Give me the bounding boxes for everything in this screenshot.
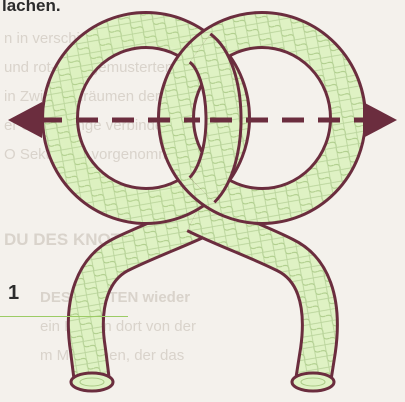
rope-right-strand xyxy=(195,215,320,382)
step-number: 1 xyxy=(8,282,19,305)
rope-end-left xyxy=(71,373,113,391)
step-divider xyxy=(0,316,128,317)
rope-end-right xyxy=(292,373,334,391)
rope-left-strand xyxy=(86,215,210,382)
